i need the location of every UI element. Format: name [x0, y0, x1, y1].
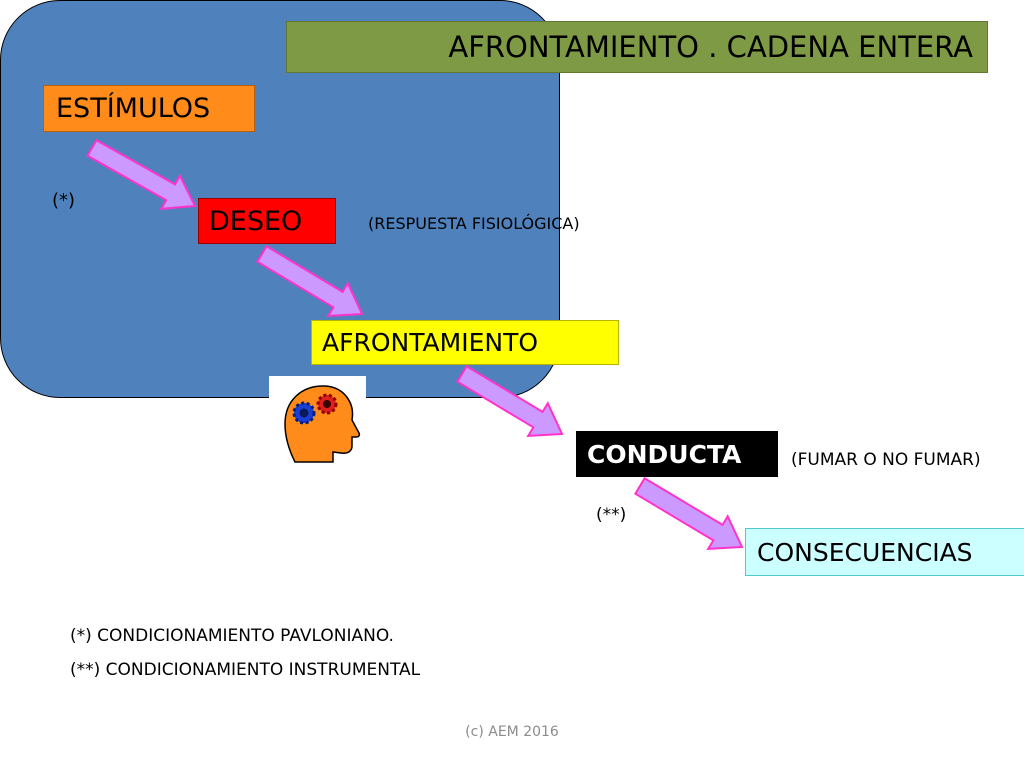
blue-gear-icon [292, 401, 316, 425]
node-conducta: CONDUCTA [576, 431, 778, 477]
red-gear-icon [316, 393, 338, 415]
arrow-conducta-consecuencias [634, 476, 744, 551]
head-with-gears-icon [269, 376, 366, 474]
annotation-star-double: (**) [596, 505, 627, 525]
node-estimulos-label: ESTÍMULOS [56, 93, 211, 124]
node-afrontamiento: AFRONTAMIENTO [311, 320, 619, 365]
head-with-gears-graphic [284, 385, 361, 463]
node-consecuencias: CONSECUENCIAS [745, 528, 1024, 576]
node-consecuencias-label: CONSECUENCIAS [757, 537, 973, 567]
footer-copyright: (c) AEM 2016 [465, 724, 559, 740]
node-estimulos: ESTÍMULOS [43, 85, 255, 132]
note-pavloniano: (*) CONDICIONAMIENTO PAVLONIANO. [70, 626, 394, 646]
annotation-star-single: (*) [52, 190, 76, 211]
page-title-text: AFRONTAMIENTO . CADENA ENTERA [448, 30, 973, 64]
node-deseo-label: DESEO [209, 205, 303, 237]
node-afrontamiento-label: AFRONTAMIENTO [322, 328, 539, 357]
node-conducta-label: CONDUCTA [587, 439, 742, 469]
node-deseo: DESEO [198, 198, 336, 244]
annotation-respuesta: (RESPUESTA FISIOLÓGICA) [368, 214, 580, 233]
page-title: AFRONTAMIENTO . CADENA ENTERA [286, 21, 988, 73]
note-instrumental: (**) CONDICIONAMIENTO INSTRUMENTAL [70, 660, 421, 680]
annotation-fumar: (FUMAR O NO FUMAR) [791, 450, 981, 470]
